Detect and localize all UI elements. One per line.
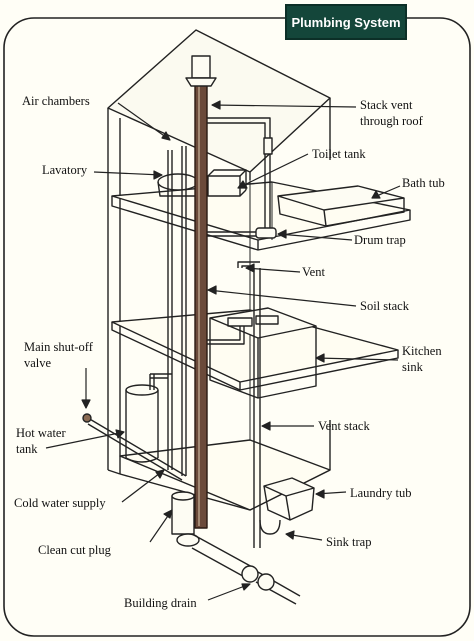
label-hot-water-line2: tank: [16, 442, 38, 456]
label-clean-cut-plug: Clean cut plug: [38, 543, 111, 557]
label-toilet-tank: Toilet tank: [312, 147, 366, 161]
label-kitchen-sink-line1: Kitchen: [402, 344, 442, 358]
outer-frame: [3, 17, 471, 637]
label-main-shutoff-line2: valve: [24, 356, 52, 370]
soil-stack-pipe: [194, 77, 208, 529]
label-bath-tub: Bath tub: [402, 176, 445, 190]
label-kitchen-sink-line2: sink: [402, 360, 423, 374]
label-hot-water-line1: Hot water: [16, 426, 66, 440]
label-vent: Vent: [302, 265, 325, 279]
laundry-tub-shape: [263, 477, 315, 521]
building-drain-pipe: [171, 491, 301, 605]
toilet-tank-shape: [207, 175, 241, 197]
bath-tub-shape: [277, 185, 405, 227]
label-main-shutoff-line1: Main shut-off: [24, 340, 93, 354]
drum-trap-shape: [255, 227, 277, 239]
supply-pipes: [149, 146, 187, 476]
label-soil-stack: Soil stack: [360, 299, 409, 313]
sink-trap-shape: [259, 519, 281, 535]
cold-water-line: [82, 413, 187, 481]
label-lavatory: Lavatory: [42, 163, 88, 177]
label-vent-stack: Vent stack: [318, 419, 370, 433]
page-title: Plumbing System: [285, 4, 407, 40]
label-stack-vent-line2: through roof: [360, 114, 423, 128]
label-stack-vent-line1: Stack vent: [360, 98, 413, 112]
label-sink-trap: Sink trap: [326, 535, 372, 549]
kitchen-sink-shape: [209, 307, 317, 399]
label-air-chambers: Air chambers: [22, 94, 90, 108]
label-building-drain: Building drain: [124, 596, 197, 610]
stack-vent-branch: [207, 117, 273, 232]
lavatory-basin: [157, 173, 199, 191]
label-cold-water-supply: Cold water supply: [14, 496, 106, 510]
basement-floor: [119, 439, 331, 511]
label-drum-trap: Drum trap: [354, 233, 406, 247]
label-laundry-tub: Laundry tub: [350, 486, 412, 500]
vent-stack-pipe: [237, 261, 261, 548]
